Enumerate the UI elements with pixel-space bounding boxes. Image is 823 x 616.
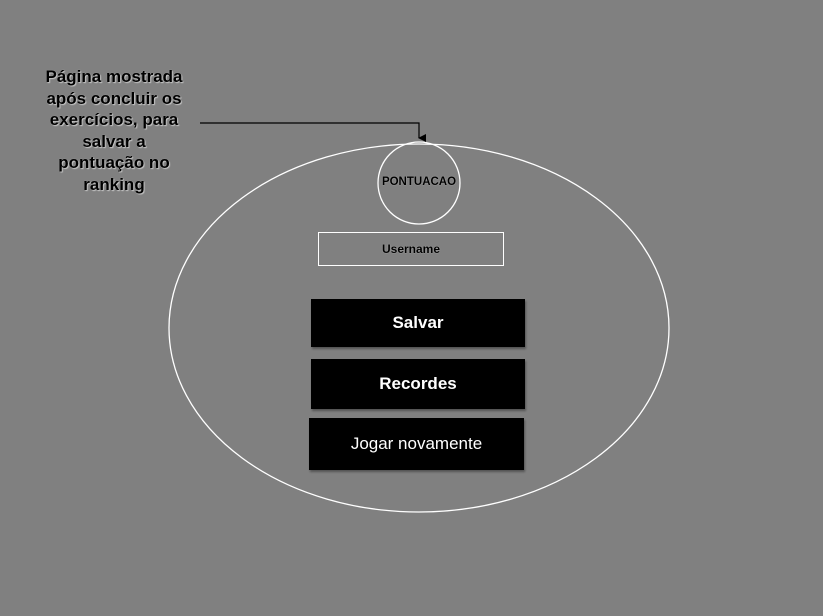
score-circle	[377, 141, 461, 225]
username-input[interactable]	[318, 232, 504, 266]
play-again-button[interactable]: Jogar novamente	[309, 418, 524, 470]
screen-boundary-ellipse	[168, 143, 670, 513]
annotation-arrow	[200, 122, 426, 142]
save-button[interactable]: Salvar	[311, 299, 525, 347]
records-button[interactable]: Recordes	[311, 359, 525, 409]
annotation-note: Página mostrada após concluir os exercíc…	[45, 67, 183, 194]
score-label: PONTUACAO	[381, 176, 457, 188]
